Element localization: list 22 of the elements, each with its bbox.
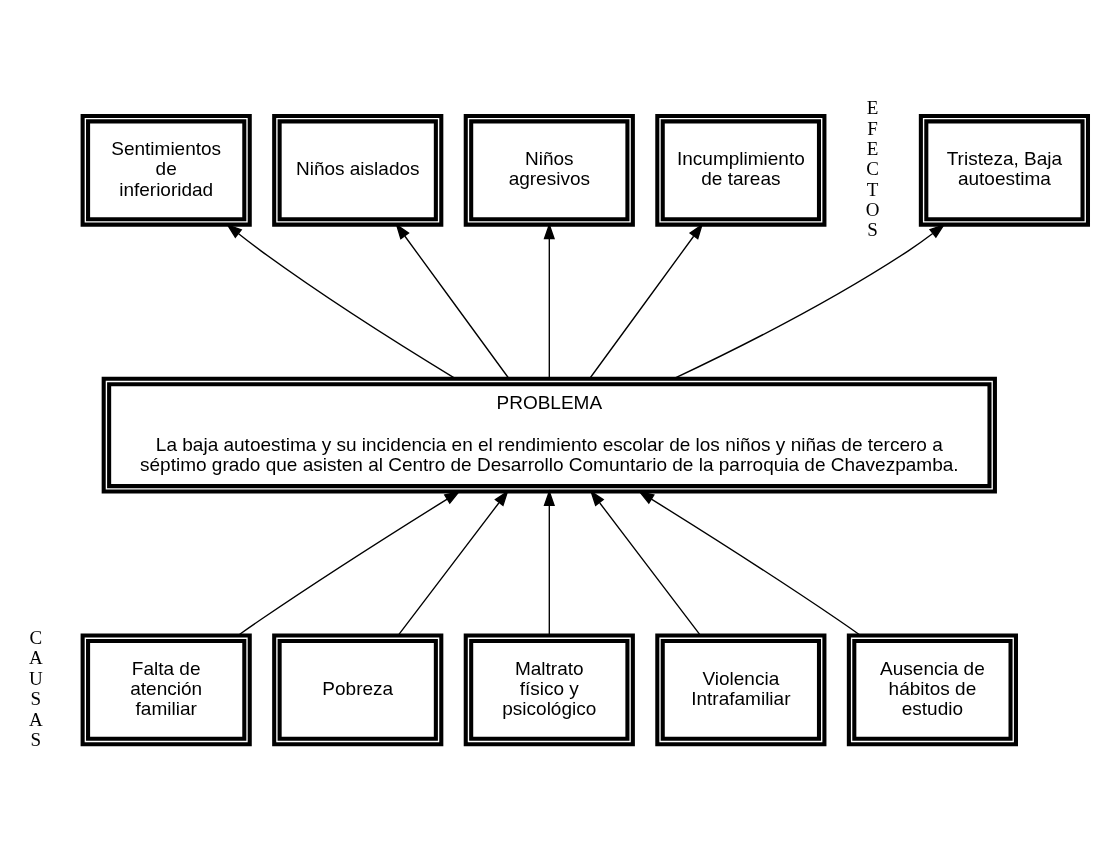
node-box: Violencia Intrafamiliar: [655, 633, 827, 747]
node-box: PROBLEMA La baja autoestima y su incidencia en el rendimiento escolar de los niños y niñas de tercero a séptimo grado que asisten al Centro de Desarrollo Comuntario de la parroquia de Chavezpamba.: [101, 376, 997, 494]
node-box: Incumplimiento de tareas: [655, 113, 827, 227]
node-box: Maltrato físico y psicológico: [463, 633, 635, 747]
arrow: [638, 490, 862, 637]
arrow: [589, 490, 701, 636]
node-box: Ausencia de hábitos de estudio: [846, 633, 1018, 747]
arrow: [543, 489, 555, 636]
arrow: [395, 223, 510, 379]
node-box: Sentimientos de inferioridad: [80, 113, 252, 227]
arrow: [237, 490, 461, 637]
arrow: [673, 223, 946, 380]
arrow: [226, 223, 457, 380]
label: EFECTOS: [865, 97, 880, 241]
arrow: [589, 223, 704, 379]
label: CAUSAS: [28, 627, 43, 750]
node-box: Falta de atención familiar: [80, 633, 252, 747]
node-box: Niños agresivos: [463, 113, 635, 227]
node-box: Pobreza: [272, 633, 444, 747]
node-box: Tristeza, Baja autoestima: [918, 113, 1090, 227]
arrow: [397, 490, 509, 636]
node-box: Niños aislados: [272, 113, 444, 227]
